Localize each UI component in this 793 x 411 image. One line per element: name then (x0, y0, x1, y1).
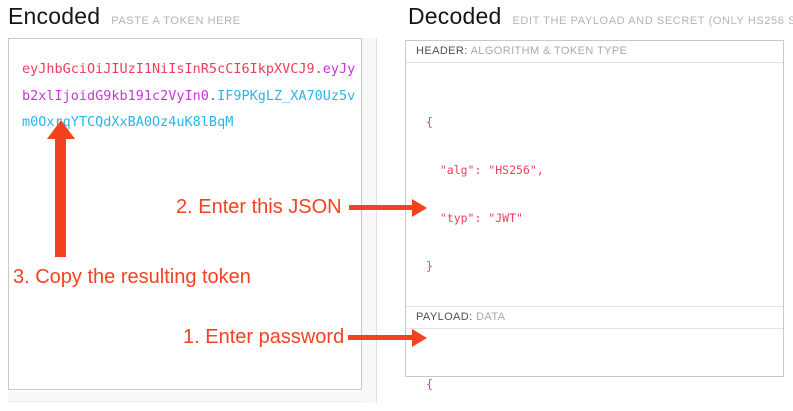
annotation-step1-arrowhead-icon (412, 329, 427, 347)
annotation-step1-label: 1. Enter password (183, 326, 345, 348)
payload-json-editor[interactable]: { "role": "todo_user" } (406, 329, 783, 411)
header-section-label: HEADER: (416, 45, 468, 57)
encoded-header: Encoded PASTE A TOKEN HERE (8, 2, 241, 35)
header-json-line: "alg": "HS256", (426, 163, 544, 177)
decoded-subtitle: EDIT THE PAYLOAD AND SECRET (ONLY HS256 … (512, 15, 793, 27)
encoded-token-area[interactable]: eyJhbGciOiJIUzI1NiIsInR5cCI6IkpXVCJ9.eyJ… (8, 38, 362, 390)
payload-section-label: PAYLOAD: (416, 311, 473, 323)
annotation-step2-arrowhead-icon (412, 199, 427, 217)
header-section-sublabel: ALGORITHM & TOKEN TYPE (470, 45, 628, 57)
header-json-line: { (426, 115, 433, 129)
annotation-step1-arrow (348, 335, 413, 340)
annotation-step3-arrow (55, 138, 66, 257)
token-dot-2: . (208, 87, 218, 104)
annotation-step3-arrowhead-icon (47, 120, 75, 139)
annotation-step2-arrow (349, 205, 413, 210)
payload-section-bar: PAYLOAD: DATA (406, 307, 783, 329)
token-header-segment: eyJhbGciOiJIUzI1NiIsInR5cCI6IkpXVCJ9 (22, 61, 315, 77)
decoded-title: Decoded (408, 3, 502, 29)
encoded-horizontal-scrollbar[interactable] (8, 391, 363, 402)
payload-section-sublabel: DATA (476, 311, 506, 323)
header-json-editor[interactable]: { "alg": "HS256", "typ": "JWT" } (406, 63, 783, 307)
encoded-vertical-scrollbar[interactable] (362, 38, 377, 403)
header-json-line: } (426, 259, 433, 273)
header-json-line: "typ": "JWT" (426, 211, 523, 225)
header-section-bar: HEADER: ALGORITHM & TOKEN TYPE (406, 41, 783, 63)
encoded-title: Encoded (8, 3, 101, 29)
token-payload-segment: eyJyb2xlIjoidG9kb191c2VyIn0 (22, 61, 356, 104)
encoded-subtitle: PASTE A TOKEN HERE (111, 15, 241, 27)
annotation-step3-label: 3. Copy the resulting token (13, 266, 251, 288)
decoded-header: Decoded EDIT THE PAYLOAD AND SECRET (ONLY… (408, 2, 793, 35)
decoded-panel: HEADER: ALGORITHM & TOKEN TYPE { "alg": … (405, 40, 784, 391)
token-dot-1: . (314, 61, 323, 77)
payload-json-line: { (426, 377, 433, 391)
annotation-step2-label: 2. Enter this JSON (176, 196, 342, 218)
